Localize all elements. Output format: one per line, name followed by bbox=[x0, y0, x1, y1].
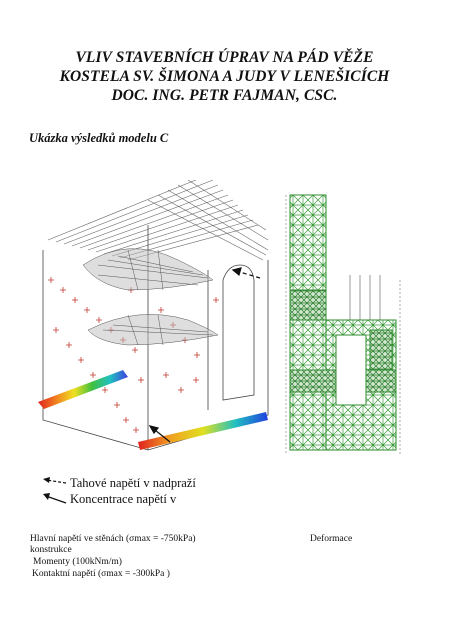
title-line-2: KOSTELA SV. ŠIMONA A JUDY V LENEŠICÍCH bbox=[59, 68, 390, 85]
deformation-model bbox=[285, 194, 401, 455]
legend-concentration-label: Koncentrace napětí v bbox=[70, 492, 177, 506]
dashed-arrow-icon bbox=[43, 477, 67, 484]
fem-model-figure bbox=[38, 180, 401, 455]
caption-principal-stress: Hlavní napětí ve stěnách (σmax = -750kPa… bbox=[30, 534, 196, 544]
title-line-1: VLIV STAVEBNÍCH ÚPRAV NA PÁD VĚŽE bbox=[75, 49, 374, 66]
caption-structure: konstrukce bbox=[30, 545, 72, 555]
section-subtitle: Ukázka výsledků modelu C bbox=[29, 131, 169, 145]
contact-stress-strip-left bbox=[38, 370, 128, 409]
arrow-icon bbox=[43, 493, 67, 504]
moment-surfaces bbox=[82, 248, 219, 346]
caption-moments: Momenty (100kNm/m) bbox=[33, 557, 122, 567]
roof-rafters bbox=[47, 180, 269, 261]
document-title: VLIV STAVEBNÍCH ÚPRAV NA PÁD VĚŽE KOSTEL… bbox=[0, 48, 449, 105]
contact-stress-strip-right bbox=[138, 412, 268, 450]
caption-contact-stress: Kontaktní napětí (σmax = -300kPa ) bbox=[32, 569, 170, 579]
caption-deformation: Deformace bbox=[310, 534, 353, 544]
annotation-arrows bbox=[148, 267, 261, 443]
legend-tension-label: Tahové napětí v nadpraží bbox=[70, 476, 196, 490]
stress-vectors bbox=[48, 277, 219, 433]
title-line-3: DOC. ING. PETR FAJMAN, CSC. bbox=[111, 87, 338, 104]
